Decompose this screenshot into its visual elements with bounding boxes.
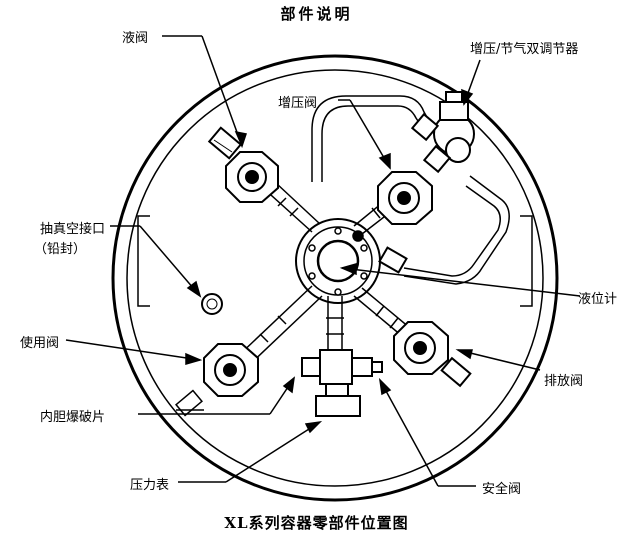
diagram-title: 部件说明 (280, 5, 353, 23)
label-vent-valve: 排放阀 (544, 374, 584, 389)
label-vacuum-port: 抽真空接口 (40, 222, 106, 237)
regulator-body (410, 91, 475, 174)
label-safety-valve: 安全阀 (482, 482, 522, 497)
label-burst-disc: 内胆爆破片 (40, 410, 106, 425)
label-boost-valve: 增压阀 (278, 96, 318, 111)
label-pressure-gauge: 压力表 (130, 478, 170, 493)
boost-valve-wheel (377, 171, 433, 225)
inner-rim (126, 69, 544, 487)
vent-valve-wheel (393, 321, 472, 388)
gauge-side-fitting (378, 246, 408, 274)
label-liquid-valve: 液阀 (122, 31, 149, 46)
right-lug (520, 215, 533, 307)
left-lug (137, 215, 150, 307)
use-valve-wheel (203, 343, 259, 397)
vacuum-port (201, 293, 223, 315)
liquid-valve-wheel (207, 126, 279, 203)
figure-caption: XL系列容器零部件位置图 (224, 514, 409, 532)
level-gauge-hub (295, 218, 381, 304)
leader-lines (65, 35, 581, 487)
pressure-gauge-block (301, 349, 383, 417)
label-use-valve: 使用阀 (20, 336, 60, 351)
label-level-gauge: 液位计 (578, 292, 618, 307)
label-boost-economizer-regulator: 增压/节气双调节器 (470, 42, 579, 57)
burst-disc-fitting (175, 389, 204, 417)
outer-rim (111, 54, 559, 502)
label-vacuum-port-seal: （铅封） (34, 242, 87, 257)
